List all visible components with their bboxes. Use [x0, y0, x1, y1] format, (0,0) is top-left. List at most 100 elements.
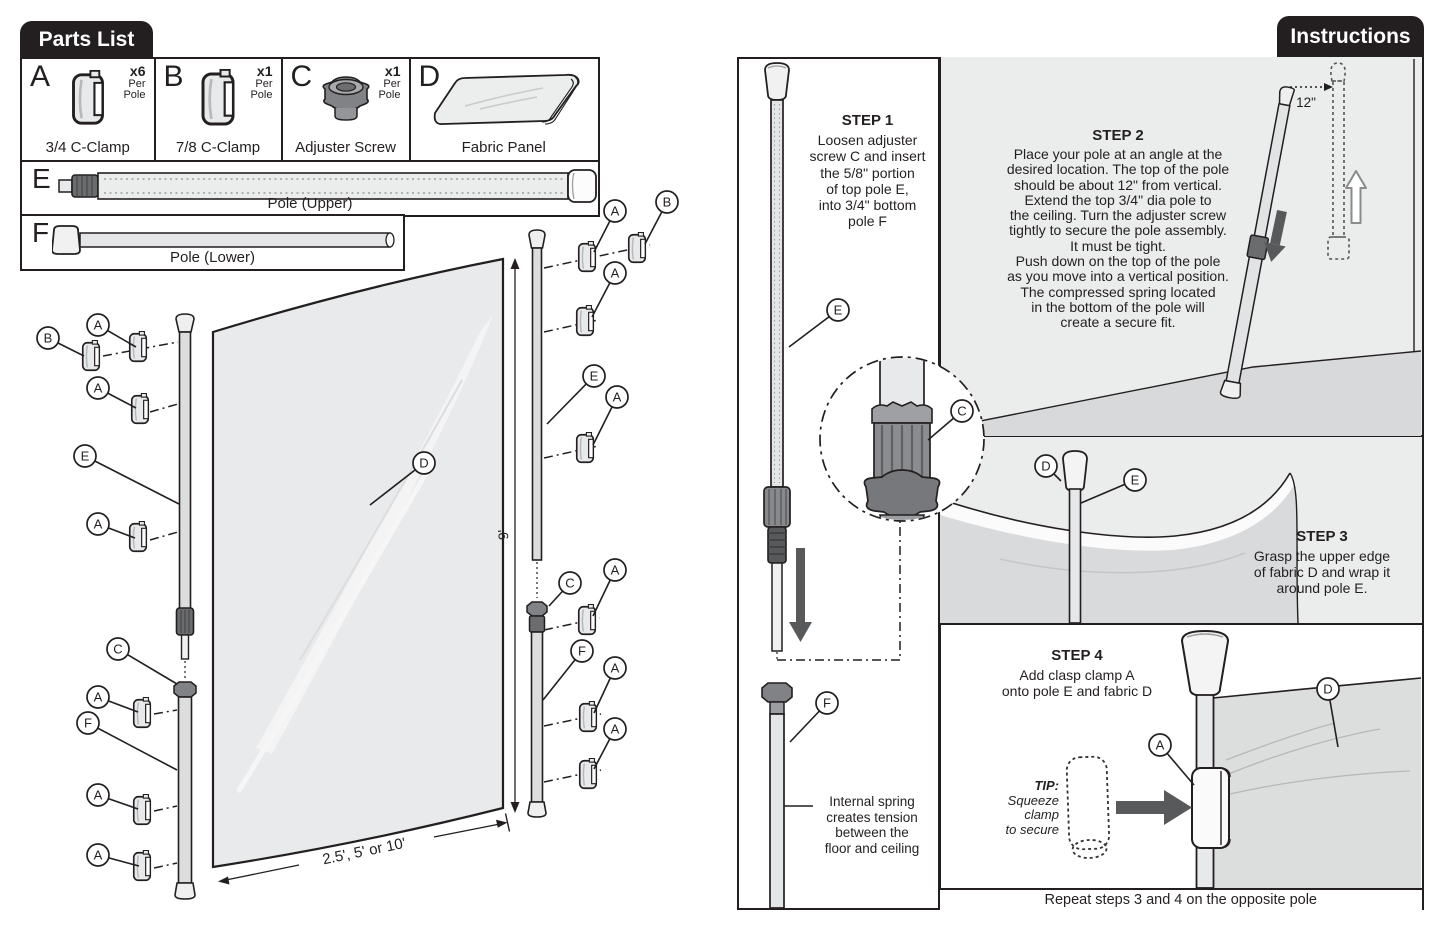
fabric-panel-graphic: [211, 257, 505, 869]
svg-text:A: A: [94, 848, 103, 863]
pole-letter: F: [32, 217, 50, 248]
svg-text:A: A: [94, 517, 103, 532]
callout-f: F: [789, 691, 839, 743]
svg-text:E: E: [1131, 473, 1140, 488]
step3-pole-graphic: [1062, 450, 1088, 623]
svg-text:F: F: [578, 644, 586, 659]
callout-a: A: [86, 376, 137, 409]
part-cell-d: D Fabric Panel: [408, 59, 598, 160]
step3-text: STEP 3 Grasp the upper edge of fabric D …: [1226, 528, 1418, 596]
part-name: 3/4 C-Clamp: [45, 139, 130, 156]
part-name: Fabric Panel: [461, 139, 546, 156]
callout-a: A: [593, 717, 627, 770]
svg-text:E: E: [590, 369, 599, 384]
svg-text:B: B: [44, 331, 53, 346]
step1-text: STEP 1 Loosen adjuster screw C and inser…: [795, 112, 940, 230]
callout-a: A: [593, 199, 627, 253]
spring-note: Internal spring creates tension between …: [824, 794, 920, 856]
svg-text:A: A: [94, 381, 103, 396]
part-letter: C: [290, 60, 313, 93]
svg-text:A: A: [94, 788, 103, 803]
svg-text:C: C: [957, 404, 966, 419]
fabric-panel-icon: [433, 74, 580, 126]
svg-text:F: F: [84, 716, 92, 731]
callout-a: A: [86, 313, 137, 348]
callout-d: D: [369, 451, 436, 506]
part-letter: D: [418, 60, 441, 93]
part-name: Adjuster Screw: [295, 139, 396, 156]
repeat-footer: Repeat steps 3 and 4 on the opposite pol…: [940, 890, 1422, 910]
step3-title: STEP 3: [1296, 528, 1348, 545]
callout-a: A: [592, 385, 629, 446]
callout-a: A: [86, 843, 140, 867]
callout-f: F: [542, 639, 594, 701]
step3-body: Grasp the upper edge of fabric D and wra…: [1253, 548, 1391, 596]
step2-body: Place your pole at an angle at the desir…: [1006, 146, 1230, 331]
step1-pole-graphic: [761, 62, 793, 908]
step1-body: Loosen adjuster screw C and insert the 5…: [809, 132, 926, 230]
callout-e: E: [73, 444, 180, 505]
pole-name: Pole (Lower): [169, 249, 256, 266]
callout-e: E: [788, 298, 850, 348]
step4-illustration: AD: [1065, 629, 1421, 888]
footer-text: Repeat steps 3 and 4 on the opposite pol…: [1044, 892, 1317, 908]
part-quantity: x1 Per Pole: [250, 63, 273, 102]
lower-pole-graphic: [52, 225, 395, 255]
parts-list-tab: Parts List: [20, 21, 153, 58]
part-quantity: x6 Per Pole: [123, 63, 146, 102]
height-dimension: 9': [494, 258, 520, 813]
callout-b: B: [36, 326, 85, 357]
callout-d: D: [1316, 677, 1340, 748]
callout-b: B: [644, 190, 679, 245]
instructions-title: Instructions: [1290, 24, 1411, 48]
svg-text:B: B: [663, 195, 672, 210]
dashed-clamp-graphic: [1065, 755, 1110, 859]
callout-c: C: [548, 571, 582, 607]
step4-text: STEP 4 Add clasp clamp A onto pole E and…: [977, 647, 1177, 699]
callout-c: C: [106, 637, 178, 685]
svg-text:D: D: [419, 456, 428, 471]
callout-d: D: [1034, 454, 1062, 482]
step1-title: STEP 1: [841, 112, 894, 129]
callout-e: E: [1080, 468, 1147, 504]
svg-text:E: E: [834, 303, 843, 318]
instructions-tab: Instructions: [1277, 16, 1424, 57]
clamp-on-pole-graphic: [1191, 767, 1231, 849]
fabric-graphic: [1212, 677, 1421, 888]
adjuster-detail-inset: C: [819, 356, 985, 522]
svg-text:12": 12": [1296, 95, 1316, 110]
svg-text:C: C: [113, 642, 122, 657]
push-down-arrow: [1264, 209, 1287, 262]
c-clamp-icon: [68, 70, 108, 128]
room-graphic: [940, 59, 1421, 436]
svg-text:A: A: [94, 318, 103, 333]
callout-a: A: [593, 656, 627, 714]
callout-c: C: [927, 399, 974, 441]
tip-label: TIP:: [1034, 778, 1059, 793]
pole-row-e: E Pole (Upper): [20, 159, 600, 217]
parts-list-title: Parts List: [38, 27, 135, 51]
svg-text:A: A: [94, 690, 103, 705]
step3-illustration: DE: [940, 450, 1299, 623]
upper-pole-graphic: [58, 168, 597, 203]
svg-text:D: D: [1323, 682, 1332, 697]
callout-a: A: [1148, 733, 1195, 786]
left-pole-graphic: [173, 313, 197, 900]
svg-text:A: A: [611, 661, 620, 676]
part-cell-b: B x1 Per Pole 7/8 C-Clamp: [153, 59, 281, 160]
part-quantity: x1 Per Pole: [378, 63, 401, 102]
right-pole-graphic: [526, 229, 548, 818]
c-clamp-icon: [197, 69, 240, 129]
down-arrow: [789, 548, 812, 642]
callout-a: A: [86, 685, 139, 713]
svg-text:F: F: [823, 696, 831, 711]
svg-text:A: A: [613, 390, 622, 405]
parts-grid: A x6 Per Pole 3/4 C-Clamp B x1 Per Pole …: [20, 57, 600, 162]
step4-title: STEP 4: [1051, 647, 1103, 664]
svg-text:9': 9': [494, 528, 511, 540]
part-letter: A: [30, 60, 50, 93]
part-cell-a: A x6 Per Pole 3/4 C-Clamp: [22, 59, 154, 160]
up-arrow-outline: [1345, 170, 1367, 224]
